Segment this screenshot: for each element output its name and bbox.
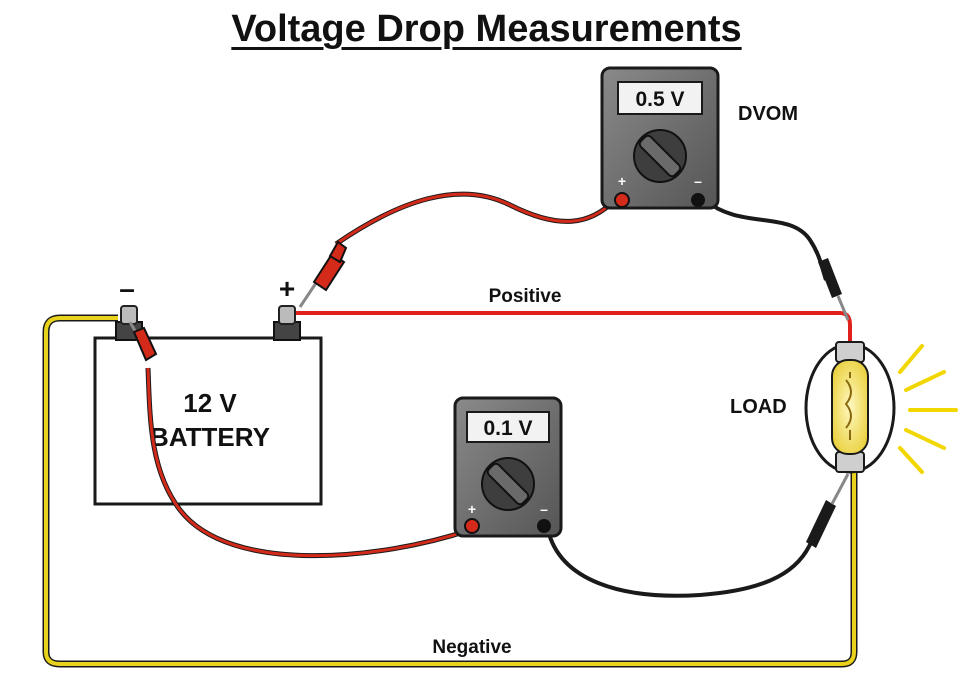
top-meter-positive-jack[interactable]	[614, 192, 630, 208]
battery-neg-sign: –	[119, 273, 135, 304]
battery: – + 12 V BATTERY	[93, 273, 323, 506]
top-meter-plus-label: +	[618, 173, 626, 189]
bottom-meter-display	[466, 411, 550, 443]
bottom-meter-negative-jack[interactable]	[537, 519, 551, 533]
bottom-meter-positive-probe[interactable]	[128, 321, 158, 362]
top-meter-negative-probe[interactable]	[818, 258, 850, 321]
bottom-meter-positive-jack[interactable]	[464, 518, 480, 534]
positive-wire-label: Positive	[489, 286, 562, 307]
battery-name-label: BATTERY	[150, 422, 270, 452]
bottom-meter-negative-lead	[546, 529, 814, 598]
negative-wire-label: Negative	[432, 637, 511, 658]
bottom-meter-negative-probe[interactable]	[806, 473, 850, 548]
bottom-meter: 0.1 V + –	[453, 396, 563, 538]
battery-pos-sign: +	[279, 273, 295, 304]
battery-voltage-label: 12 V	[183, 388, 237, 418]
positive-wire	[296, 311, 852, 344]
load-bulb	[804, 341, 896, 474]
light-rays	[898, 344, 958, 474]
top-meter-reading: 0.5 V	[635, 88, 684, 111]
bottom-meter-plus-label: +	[468, 501, 476, 517]
top-meter-minus-label: –	[694, 173, 702, 189]
diagram-title: Voltage Drop Measurements	[231, 8, 742, 50]
top-meter-negative-jack[interactable]	[691, 193, 705, 207]
bottom-meter-minus-label: –	[540, 501, 548, 517]
bottom-meter-reading: 0.1 V	[483, 417, 532, 440]
top-meter: 0.5 V + –	[600, 66, 720, 210]
top-meter-positive-probe[interactable]	[298, 240, 348, 308]
top-meter-display	[617, 81, 703, 115]
top-meter-negative-lead	[703, 198, 828, 281]
load-label: LOAD	[730, 396, 787, 418]
dvom-label: DVOM	[738, 103, 798, 125]
